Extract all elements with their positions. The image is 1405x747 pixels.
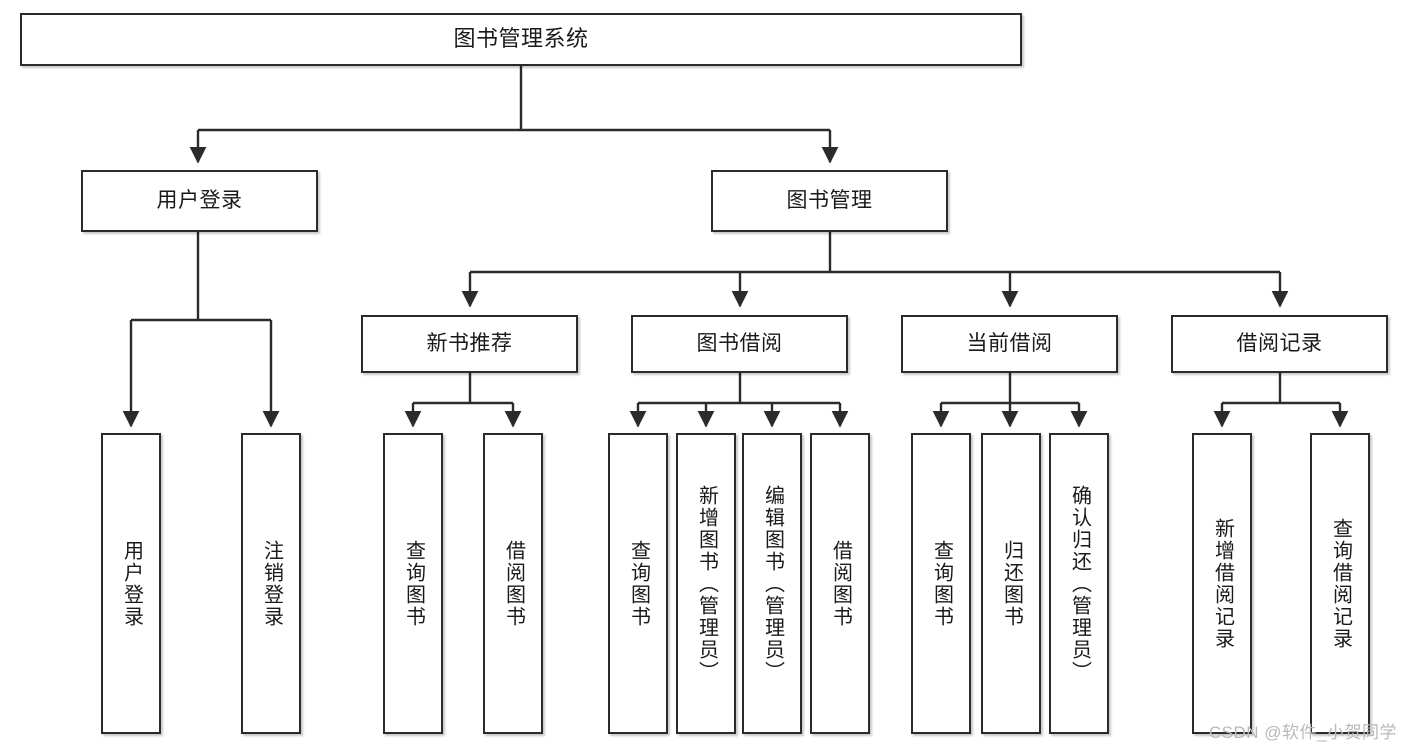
leaf-new-book-borrow[interactable]: 借阅图书 — [483, 433, 543, 734]
node-user-login-label: 用户登录 — [156, 189, 243, 213]
leaf-borrow-record-query-label: 查询借阅记录 — [1329, 517, 1352, 650]
node-borrow-record[interactable]: 借阅记录 — [1171, 315, 1388, 373]
node-new-book-recommend[interactable]: 新书推荐 — [361, 315, 578, 373]
node-book-management-label: 图书管理 — [786, 189, 873, 213]
leaf-user-login-signout[interactable]: 注销登录 — [241, 433, 301, 734]
leaf-new-book-query[interactable]: 查询图书 — [383, 433, 443, 734]
node-new-book-recommend-label: 新书推荐 — [426, 332, 513, 356]
node-current-borrow[interactable]: 当前借阅 — [901, 315, 1118, 373]
leaf-current-borrow-return[interactable]: 归还图书 — [981, 433, 1041, 734]
leaf-borrow-record-add-label: 新增借阅记录 — [1211, 517, 1234, 650]
leaf-current-borrow-return-label: 归还图书 — [1000, 539, 1023, 628]
node-book-management[interactable]: 图书管理 — [711, 170, 948, 232]
leaf-current-borrow-query[interactable]: 查询图书 — [911, 433, 971, 734]
leaf-new-book-borrow-label: 借阅图书 — [502, 539, 525, 628]
leaf-borrow-record-add[interactable]: 新增借阅记录 — [1192, 433, 1252, 734]
leaf-book-borrow-lend[interactable]: 借阅图书 — [810, 433, 870, 734]
leaf-current-borrow-confirm[interactable]: 确认归还（管理员） — [1049, 433, 1109, 734]
node-user-login[interactable]: 用户登录 — [81, 170, 318, 232]
leaf-book-borrow-query[interactable]: 查询图书 — [608, 433, 668, 734]
leaf-book-borrow-query-label: 查询图书 — [627, 539, 650, 628]
leaf-book-borrow-add-label: 新增图书（管理员） — [695, 484, 718, 683]
leaf-book-borrow-lend-label: 借阅图书 — [829, 539, 852, 628]
leaf-book-borrow-add[interactable]: 新增图书（管理员） — [676, 433, 736, 734]
leaf-current-borrow-query-label: 查询图书 — [930, 539, 953, 628]
leaf-book-borrow-edit[interactable]: 编辑图书（管理员） — [742, 433, 802, 734]
leaf-new-book-query-label: 查询图书 — [402, 539, 425, 628]
leaf-book-borrow-edit-label: 编辑图书（管理员） — [761, 484, 784, 683]
node-book-borrow-label: 图书借阅 — [696, 332, 783, 356]
leaf-borrow-record-query[interactable]: 查询借阅记录 — [1310, 433, 1370, 734]
node-root[interactable]: 图书管理系统 — [20, 13, 1022, 66]
node-borrow-record-label: 借阅记录 — [1236, 332, 1323, 356]
csdn-watermark: CSDN @软件_小贺同学 — [1208, 723, 1397, 742]
leaf-current-borrow-confirm-label: 确认归还（管理员） — [1068, 484, 1091, 683]
node-book-borrow[interactable]: 图书借阅 — [631, 315, 848, 373]
leaf-user-login-signout-label: 注销登录 — [260, 539, 283, 628]
leaf-user-login-signin-label: 用户登录 — [120, 539, 143, 628]
node-root-label: 图书管理系统 — [453, 26, 589, 52]
node-current-borrow-label: 当前借阅 — [966, 332, 1053, 356]
leaf-user-login-signin[interactable]: 用户登录 — [101, 433, 161, 734]
